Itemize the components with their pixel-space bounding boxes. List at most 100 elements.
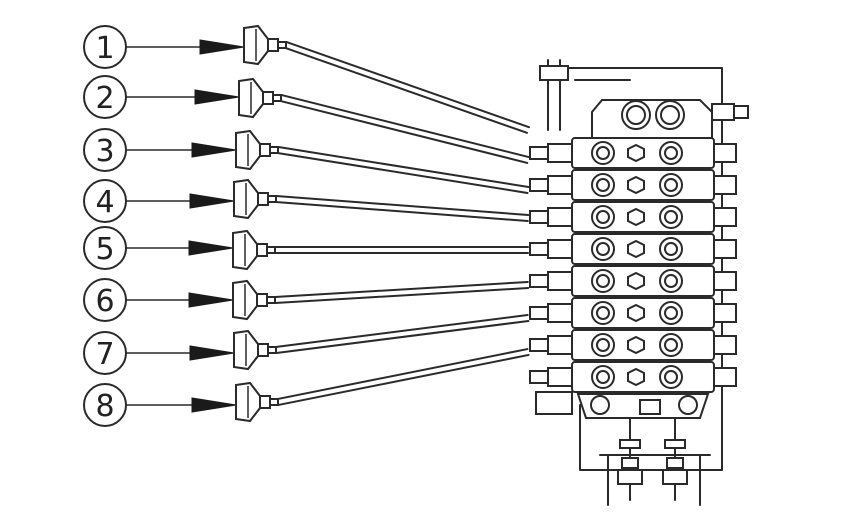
callout-number: 8	[95, 389, 114, 424]
callout-number: 2	[95, 81, 114, 116]
spool-end-cap	[713, 207, 737, 227]
spool-section-3	[529, 201, 737, 233]
mount-foot	[617, 469, 643, 485]
callout-number: 3	[95, 134, 114, 169]
knob-ferrule	[266, 296, 276, 304]
arrow-head	[191, 397, 237, 413]
work-port-b-bore	[664, 242, 678, 256]
end-cover-plug	[639, 399, 661, 415]
spool-linkage	[547, 143, 573, 163]
spool-section-8	[529, 361, 737, 393]
spool-linkage	[547, 239, 573, 259]
work-port-a-bore	[596, 210, 610, 224]
callout-number: 1	[95, 31, 114, 66]
work-port-a-bore	[596, 274, 610, 288]
callout-8: 8	[83, 383, 237, 427]
hex-plug	[627, 367, 645, 387]
end-cover-port	[590, 395, 610, 415]
linkage-clevis	[529, 274, 549, 288]
work-port-b-bore	[664, 210, 678, 224]
spool-section-2	[529, 169, 737, 201]
callout-number: 4	[95, 185, 114, 220]
valve-bank	[529, 59, 749, 506]
spool-end-cap	[713, 367, 737, 387]
knob-collar	[267, 38, 279, 52]
callout-3: 3	[83, 128, 237, 172]
work-port-a-bore	[596, 178, 610, 192]
lever-rod-edge	[280, 94, 530, 159]
arrow-head	[188, 292, 234, 308]
knob-ferrule	[277, 41, 287, 49]
lever-rod-edge	[275, 195, 530, 217]
lever-rod-edge	[279, 99, 529, 164]
hex-plug	[627, 303, 645, 323]
arrow-head	[188, 240, 234, 256]
callout-2: 2	[83, 75, 240, 119]
callout-number: 5	[95, 232, 114, 267]
spool-linkage	[547, 335, 573, 355]
lever-4	[233, 178, 530, 222]
knob-collar	[259, 395, 271, 409]
knob-ferrule	[272, 94, 282, 102]
spool-section-7	[529, 329, 737, 361]
spool-end-cap	[713, 175, 737, 195]
linkage-clevis	[529, 210, 549, 224]
relief-valve	[711, 103, 735, 121]
linkage-clevis	[529, 146, 549, 160]
lever-rod-edge	[276, 348, 529, 401]
end-cover-port	[678, 395, 698, 415]
spool-linkage	[547, 207, 573, 227]
linkage-clevis	[529, 178, 549, 192]
knob-collar	[256, 293, 268, 307]
lever-rod-edge	[273, 281, 529, 299]
lever-rod-edge	[275, 319, 530, 354]
callout-6: 6	[83, 278, 234, 322]
spool-end-cap	[713, 271, 737, 291]
work-port-b-bore	[664, 370, 678, 384]
spool-linkage	[547, 271, 573, 291]
knob-collar	[257, 192, 269, 206]
spool-linkage	[547, 303, 573, 323]
spool-section-4	[529, 233, 737, 265]
work-port-b-bore	[664, 338, 678, 352]
work-port-b-bore	[664, 306, 678, 320]
callout-number: 7	[95, 337, 114, 372]
callout-5: 5	[83, 226, 234, 270]
arrow-head	[194, 89, 240, 105]
hex-plug	[627, 175, 645, 195]
lever-rod-edge	[274, 200, 529, 222]
spool-section-5	[529, 265, 737, 297]
work-port-b-bore	[664, 178, 678, 192]
knob-collar	[259, 143, 271, 157]
work-port-a-bore	[596, 338, 610, 352]
linkage-clevis	[529, 242, 549, 256]
lever-7	[233, 314, 530, 371]
work-port-a-bore	[596, 306, 610, 320]
knob-ferrule	[269, 398, 279, 406]
arrow-head	[191, 142, 237, 158]
spool-linkage	[547, 175, 573, 195]
stud-nut	[666, 457, 684, 469]
work-port-b-bore	[664, 274, 678, 288]
work-port-a-bore	[596, 146, 610, 160]
knob-collar	[257, 343, 269, 357]
knob-ferrule	[266, 246, 276, 254]
lever-5	[232, 229, 529, 271]
spool-section-6	[529, 297, 737, 329]
linkage-clevis	[529, 306, 549, 320]
spool-end-cap	[713, 239, 737, 259]
outlet-port-bore	[660, 105, 680, 125]
lever-rod-edge	[277, 146, 530, 189]
arrow-head	[189, 193, 235, 209]
work-port-b-bore	[664, 146, 678, 160]
knob-ferrule	[267, 346, 277, 354]
stud-nut	[621, 457, 639, 469]
lever-rod-edge	[284, 46, 529, 134]
mount-foot	[662, 469, 688, 485]
work-port-a-bore	[596, 242, 610, 256]
lever-8	[235, 348, 530, 423]
lower-bracket	[535, 391, 573, 415]
stud-nut	[619, 439, 641, 449]
linkage-clevis	[529, 370, 549, 384]
